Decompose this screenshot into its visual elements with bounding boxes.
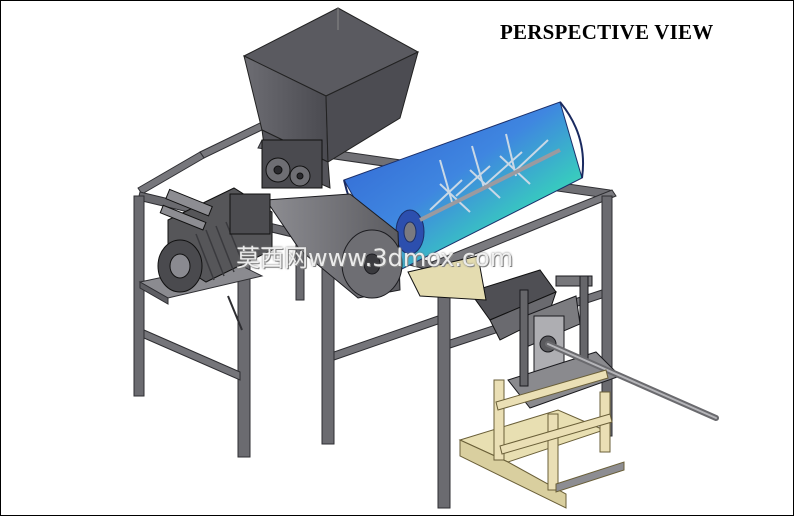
watermark: 莫西网www.3dmox.com: [236, 244, 514, 272]
view-title: PERSPECTIVE VIEW: [500, 20, 714, 44]
press-base: [458, 369, 625, 509]
gearbox: [261, 139, 323, 189]
drive-motor: [157, 187, 273, 293]
belt-guard: [265, 193, 403, 299]
mixing-drum: [343, 101, 585, 273]
